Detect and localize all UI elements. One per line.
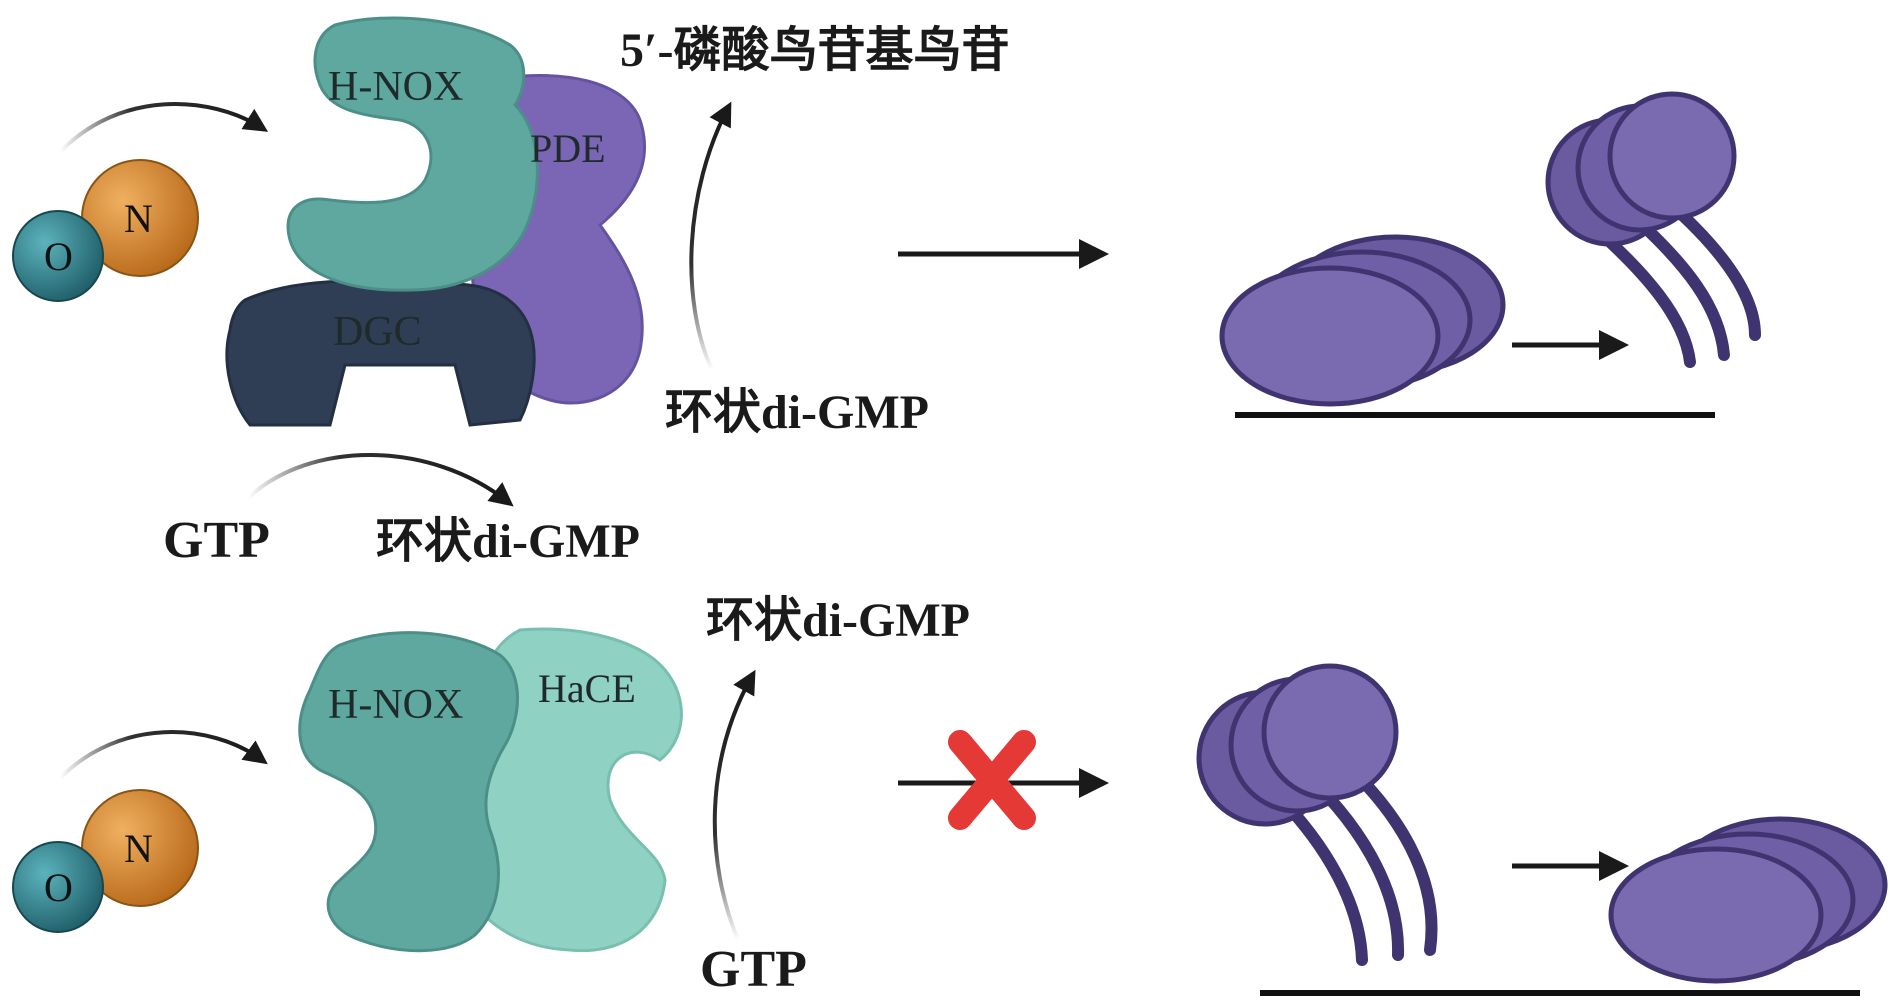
flagellar-motor-icon [1219, 91, 1761, 418]
hnox-hace-complex: H-NOX HaCE [298, 627, 683, 953]
red-x-icon [948, 730, 1036, 830]
hnox-domain [286, 16, 539, 292]
binding-arrow [58, 102, 269, 154]
nitric-oxide-molecule-icon: O N [12, 159, 199, 302]
hnox-domain [298, 631, 519, 953]
binding-arrow [58, 730, 268, 780]
detached-cells [1196, 663, 1438, 966]
pgpg-label: 5′-磷酸鸟苷基鸟苷 [620, 24, 1010, 77]
dgc-label: DGC [333, 309, 422, 355]
gtp-label: GTP [700, 941, 807, 998]
synthesis-arrow [246, 453, 514, 507]
nitric-oxide-molecule-icon: O N [12, 789, 199, 933]
oxygen-atom [12, 210, 104, 302]
hydrolysis-arrow [689, 101, 732, 371]
oxygen-label: O [44, 865, 73, 910]
gtp-label: GTP [163, 512, 270, 569]
cdg-product-label: 环状di-GMP [376, 515, 640, 568]
bottom-panel: O N H-NOX HaCE 环状di-GMP GTP [12, 594, 1888, 998]
hnox-pde-dgc-complex: H-NOX PDE DGC [225, 16, 646, 427]
top-panel: O N H-NOX PDE DGC 5′-磷酸鸟苷基鸟苷 环状di-GMP GT… [12, 16, 1761, 569]
flagellar-motor-icon [1196, 663, 1888, 996]
hnox-label: H-NOX [328, 64, 463, 110]
attached-cells [1219, 234, 1506, 407]
oxygen-atom [12, 841, 104, 933]
nitrogen-label: N [124, 826, 153, 871]
hace-label: HaCE [538, 666, 636, 711]
oxygen-label: O [44, 234, 73, 279]
pde-label: PDE [530, 126, 606, 171]
detached-cells [1545, 91, 1761, 368]
synthesis-arrow [712, 669, 756, 941]
hnox-label: H-NOX [328, 682, 463, 728]
cdg-product-label: 环状di-GMP [706, 594, 970, 647]
cdg-substrate-label: 环状di-GMP [665, 386, 929, 439]
attached-cells [1608, 816, 1888, 984]
nitrogen-label: N [124, 196, 153, 241]
